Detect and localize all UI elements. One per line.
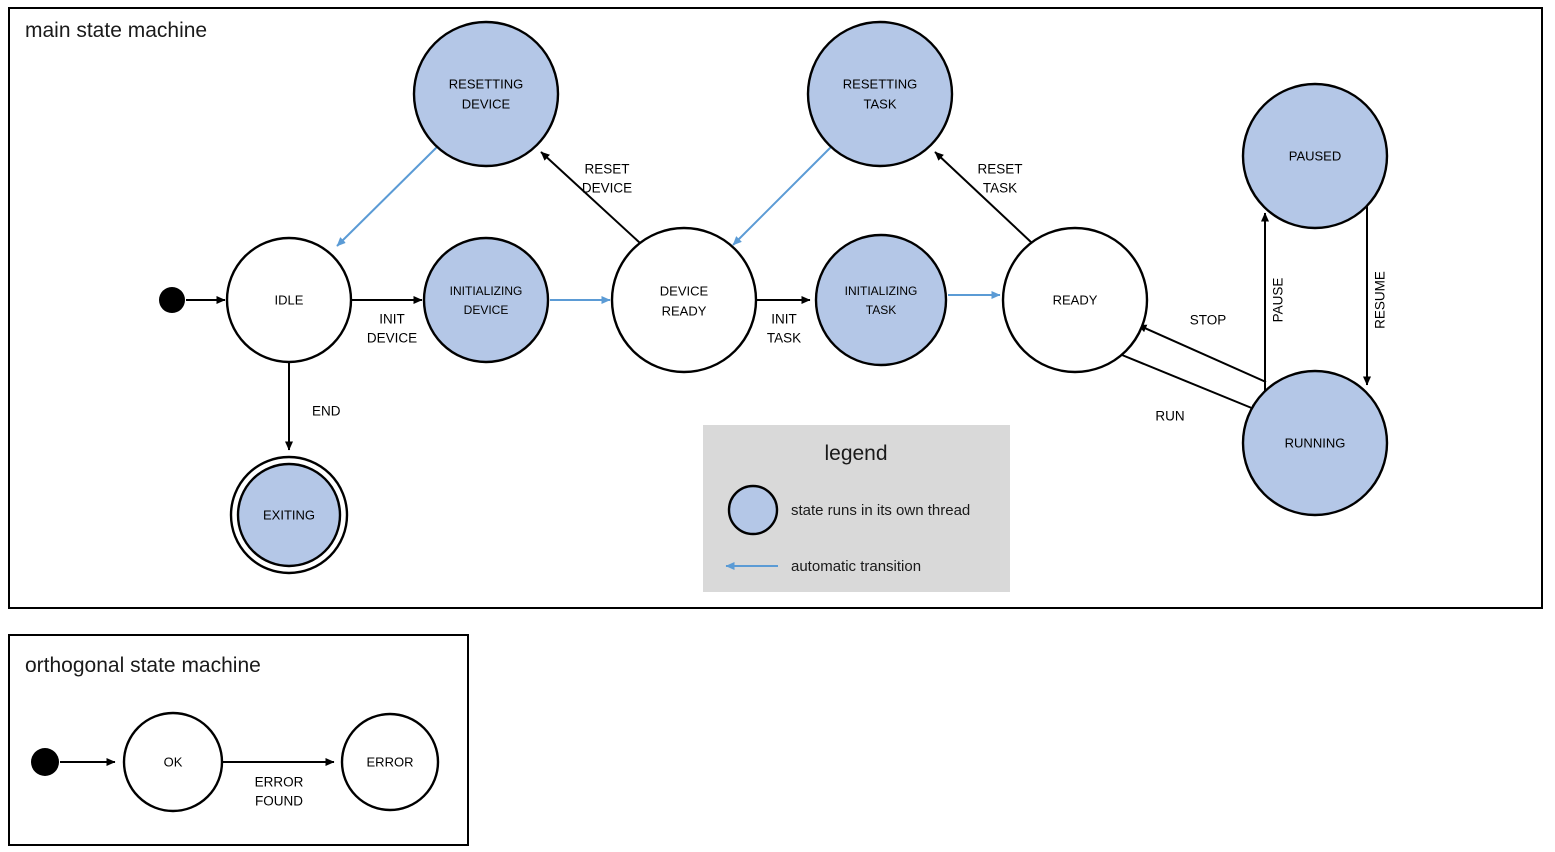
- edge-reset-device: [540, 151, 641, 244]
- state-initializing-task-label-line1: INITIALIZING: [845, 284, 918, 298]
- state-initializing-device[interactable]: INITIALIZING DEVICE: [422, 236, 550, 364]
- state-initializing-task-circle[interactable]: [814, 233, 948, 367]
- legend-thread-state-swatch: [727, 484, 779, 536]
- state-running[interactable]: RUNNING: [1241, 369, 1389, 517]
- edge-run: [1121, 354, 1260, 412]
- edge-label-init-device-line1: INIT: [379, 312, 405, 327]
- edge-reset-task: [934, 151, 1033, 244]
- state-ok[interactable]: OK: [122, 711, 224, 813]
- orthogonal-edge-label-line1: ERROR: [255, 775, 304, 790]
- edge-label-pause: PAUSE: [1271, 278, 1286, 323]
- state-error-circle[interactable]: [340, 712, 440, 812]
- orthogonal-state-machine-frame: orthogonal state machine ERROR FOUND OK …: [8, 634, 469, 846]
- state-ok-label: OK: [164, 754, 183, 769]
- state-device-ready-label-line2: READY: [662, 303, 707, 318]
- state-ready-label: READY: [1053, 292, 1098, 307]
- legend-title: legend: [824, 442, 887, 465]
- state-running-label: RUNNING: [1285, 435, 1346, 450]
- legend-automatic-transition-label: automatic transition: [791, 558, 921, 575]
- legend-thread-state-label: state runs in its own thread: [791, 502, 970, 519]
- state-initializing-task[interactable]: INITIALIZING TASK: [814, 233, 948, 367]
- edge-label-reset-device-line1: RESET: [584, 162, 629, 177]
- edge-label-stop: STOP: [1190, 313, 1227, 328]
- state-resetting-task-circle[interactable]: [806, 20, 954, 168]
- state-resetting-task-label-line2: TASK: [864, 96, 897, 111]
- edge-label-reset-task-line1: RESET: [977, 162, 1022, 177]
- state-resetting-device-label-line2: DEVICE: [462, 96, 511, 111]
- transition-edges: INIT DEVICE RESET DEVICE INIT TASK RESET…: [186, 146, 1388, 451]
- initial-state-marker: [159, 287, 185, 313]
- state-initializing-task-label-line2: TASK: [866, 303, 896, 317]
- state-initializing-device-label-line2: DEVICE: [464, 303, 509, 317]
- state-idle-label: IDLE: [275, 292, 304, 307]
- state-initializing-device-label-line1: INITIALIZING: [450, 284, 523, 298]
- edge-label-run: RUN: [1155, 409, 1184, 424]
- state-exiting-inner-circle[interactable]: [236, 462, 342, 568]
- state-resetting-device[interactable]: RESETTING DEVICE: [412, 20, 560, 168]
- state-initializing-device-circle[interactable]: [422, 236, 550, 364]
- state-idle-circle[interactable]: [225, 236, 353, 364]
- edge-label-init-task-line2: TASK: [767, 331, 801, 346]
- state-resetting-task-label-line1: RESETTING: [843, 76, 917, 91]
- legend: legend state runs in its own thread auto…: [703, 425, 1010, 592]
- state-error-label: ERROR: [367, 754, 414, 769]
- state-device-ready-circle[interactable]: [610, 226, 758, 374]
- state-exiting-label: EXITING: [263, 507, 315, 522]
- state-error[interactable]: ERROR: [340, 712, 440, 812]
- edge-label-reset-task-line2: TASK: [983, 181, 1017, 196]
- orthogonal-initial-state-marker: [31, 748, 59, 776]
- edge-label-end: END: [312, 404, 341, 419]
- state-device-ready-label-line1: DEVICE: [660, 283, 709, 298]
- edge-label-resume: RESUME: [1373, 271, 1388, 329]
- state-paused-label: PAUSED: [1289, 148, 1342, 163]
- state-resetting-device-label-line1: RESETTING: [449, 76, 523, 91]
- state-nodes: IDLE RESETTING DEVICE INITIALIZING DEVIC…: [159, 20, 1389, 575]
- edge-label-init-task-line1: INIT: [771, 312, 797, 327]
- state-ready-circle[interactable]: [1001, 226, 1149, 374]
- state-ok-circle[interactable]: [122, 711, 224, 813]
- state-device-ready[interactable]: DEVICE READY: [610, 226, 758, 374]
- state-running-circle[interactable]: [1241, 369, 1389, 517]
- state-idle[interactable]: IDLE: [225, 236, 353, 364]
- edge-label-init-device-line2: DEVICE: [367, 331, 417, 346]
- state-resetting-device-circle[interactable]: [412, 20, 560, 168]
- edge-stop: [1137, 324, 1267, 383]
- state-paused-circle[interactable]: [1241, 82, 1389, 230]
- orthogonal-edge-label-line2: FOUND: [255, 794, 303, 809]
- edge-auto-resetting-task-to-device-ready: [732, 146, 832, 246]
- state-exiting[interactable]: EXITING: [229, 455, 349, 575]
- main-frame-title: main state machine: [25, 19, 207, 42]
- state-resetting-task[interactable]: RESETTING TASK: [806, 20, 954, 168]
- edge-label-reset-device-line2: DEVICE: [582, 181, 632, 196]
- state-ready[interactable]: READY: [1001, 226, 1149, 374]
- state-paused[interactable]: PAUSED: [1241, 82, 1389, 230]
- edge-auto-resetting-device-to-idle: [336, 146, 438, 247]
- orthogonal-frame-title: orthogonal state machine: [25, 654, 261, 677]
